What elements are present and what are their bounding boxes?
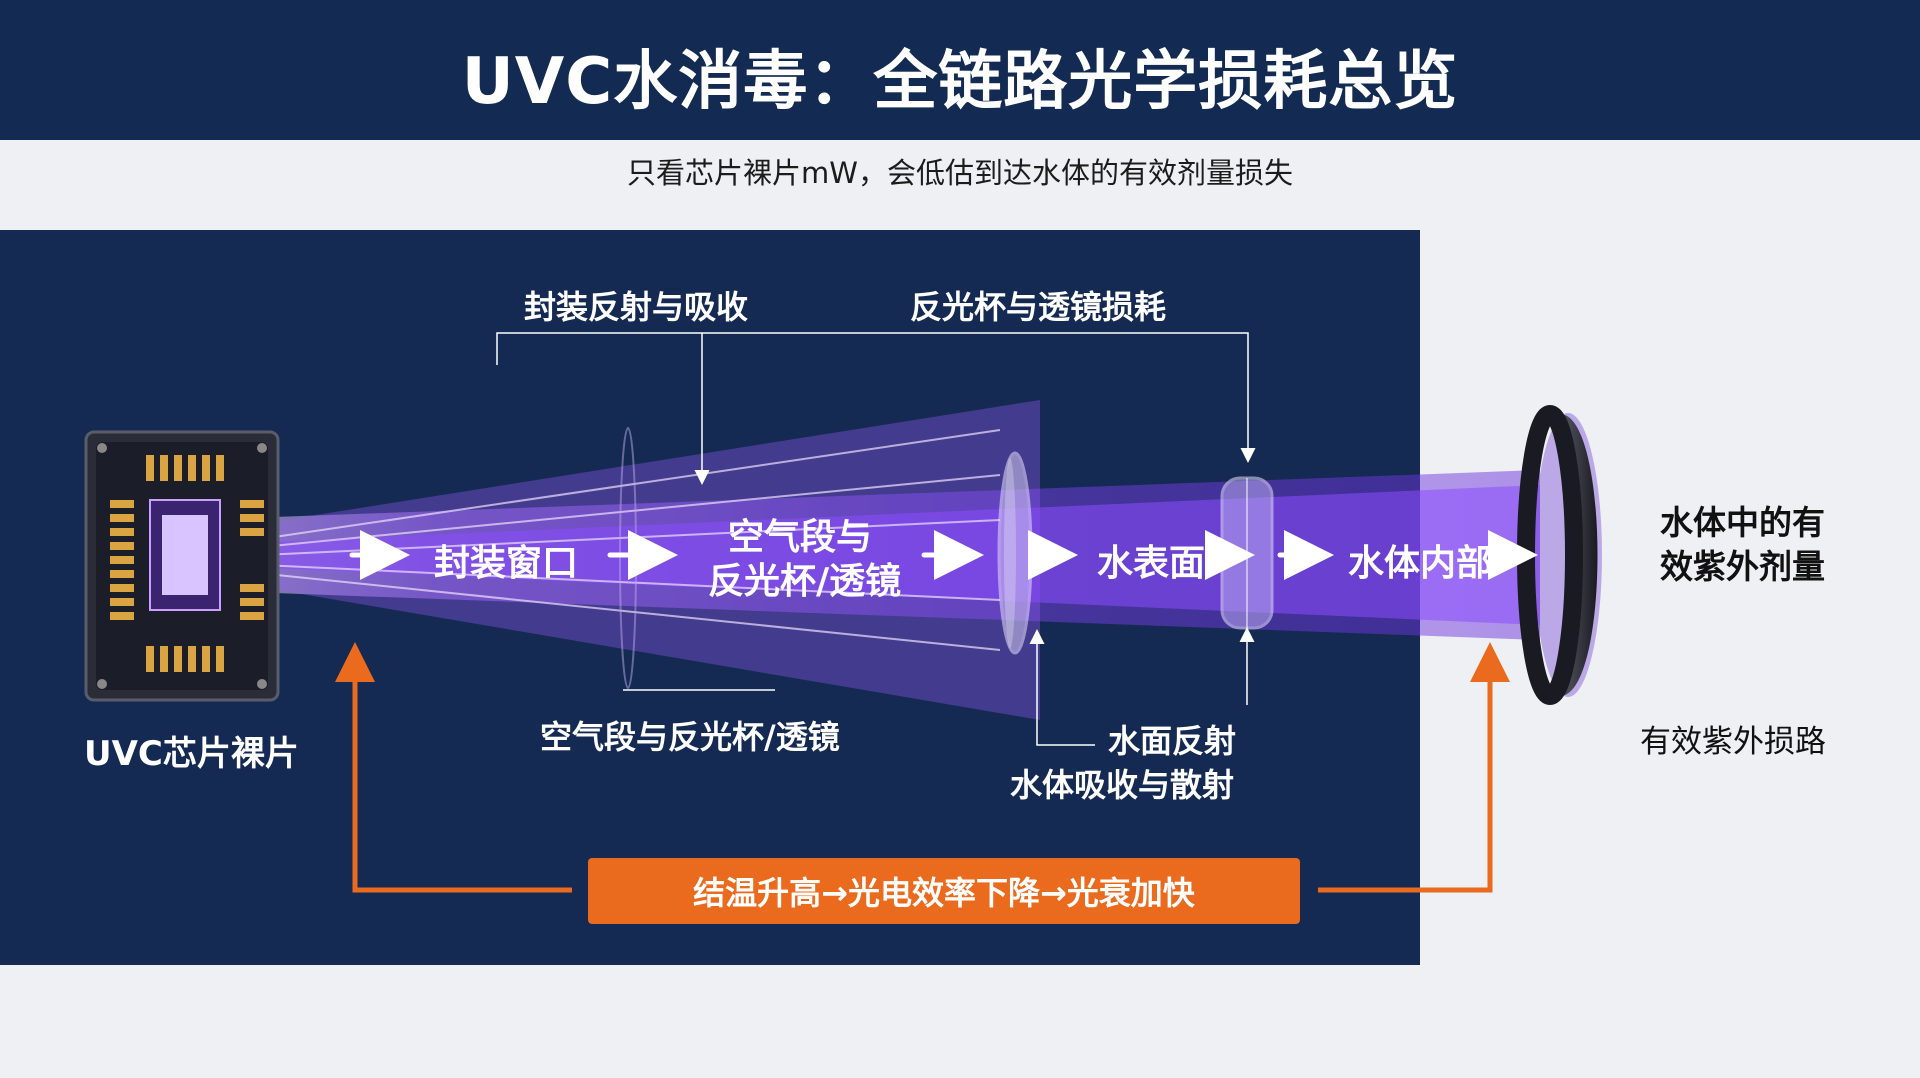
stage-water-interior: 水体内部	[1348, 543, 1493, 584]
thermal-feedback-box: 结温升高→光电效率下降→光衰加快	[588, 858, 1300, 924]
page-subtitle: 只看芯片裸片mW，会低估到达水体的有效剂量损失	[627, 156, 1293, 190]
target-ring-icon	[1517, 405, 1602, 705]
loss-path-label: 有效紫外损路	[1640, 724, 1826, 760]
lens-icon	[997, 451, 1033, 655]
title-bar	[0, 0, 1920, 140]
feedback-loop-arrows	[335, 642, 1510, 893]
air-reflector-label: 空气段与反光杯/透镜	[540, 718, 840, 756]
bottom-connectors	[623, 627, 1255, 746]
chip-label: UVC芯片裸片	[84, 734, 299, 774]
surface-reflection-label: 水面反射	[1108, 722, 1237, 760]
reflector-loss-label: 反光杯与透镜损耗	[910, 288, 1167, 326]
dose-label-line1: 水体中的有	[1660, 503, 1825, 542]
page-title: UVC水消毒：全链路光学损耗总览	[461, 45, 1459, 119]
stage-water-surface: 水表面	[1097, 543, 1206, 584]
uv-beam	[155, 400, 1540, 720]
package-loss-label: 封装反射与吸收	[524, 288, 749, 326]
stage-air-reflector-line1: 空气段与	[728, 517, 873, 558]
stage-air-reflector-line2: 反光杯/透镜	[708, 561, 902, 602]
dose-label-line2: 效紫外剂量	[1660, 547, 1825, 586]
uvc-chip-icon	[84, 430, 280, 702]
stage-package-window: 封装窗口	[434, 543, 579, 584]
absorption-scatter-label: 水体吸收与散射	[1010, 766, 1235, 804]
top-bracket	[496, 332, 1256, 485]
